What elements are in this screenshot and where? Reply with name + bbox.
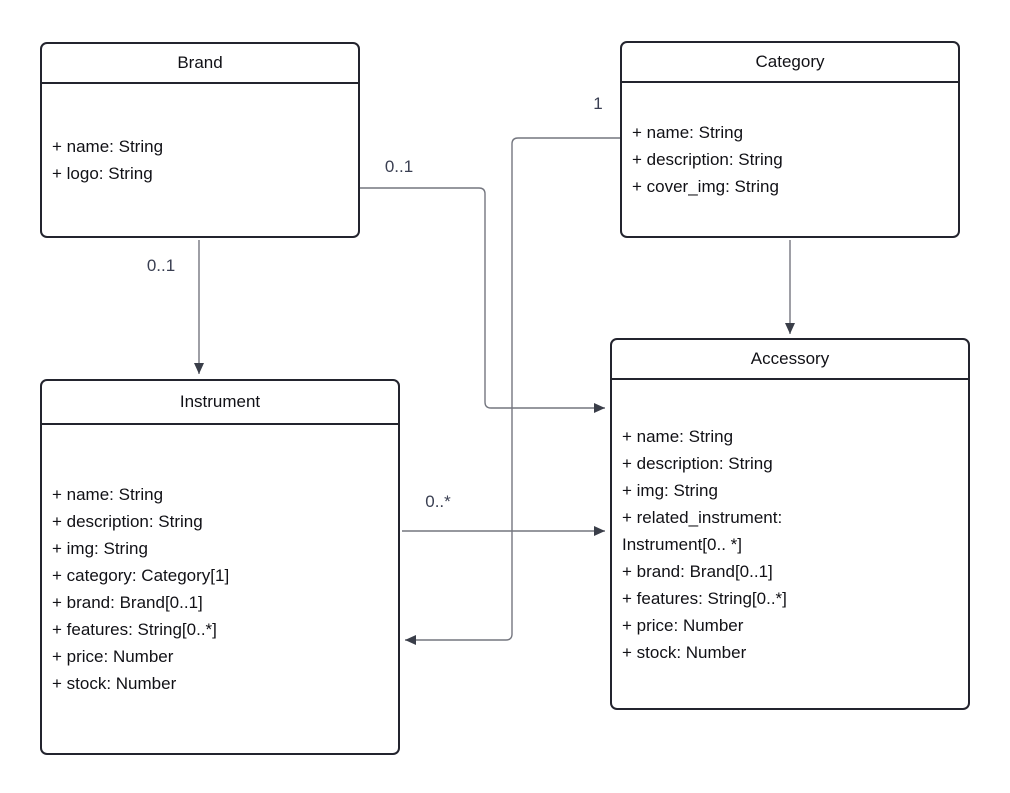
multiplicity-label-instrument-accessory: 0..* bbox=[423, 492, 453, 512]
class-box-instrument[interactable]: Instrument + name: String + description:… bbox=[40, 379, 400, 755]
attribute-line: + name: String bbox=[622, 426, 734, 446]
attribute-line: + price: Number bbox=[52, 647, 174, 666]
class-title-brand: Brand bbox=[42, 44, 358, 84]
attribute-line: + description: String bbox=[52, 512, 203, 531]
attribute-line: + stock: Number bbox=[622, 642, 747, 662]
class-attributes-accessory: + name: String + description: String + i… bbox=[612, 380, 968, 708]
attribute-line: + stock: Number bbox=[52, 674, 177, 693]
attribute-line: + features: String[0..*] bbox=[622, 588, 787, 608]
attribute-line: + cover_img: String bbox=[632, 177, 779, 196]
class-box-category[interactable]: Category + name: String + description: S… bbox=[620, 41, 960, 238]
attribute-line: + related_instrument: Instrument[0.. *] bbox=[622, 507, 783, 554]
attribute-line: + logo: String bbox=[52, 164, 153, 183]
attribute-line: + price: Number bbox=[622, 615, 744, 635]
connector-category-to-instrument[interactable] bbox=[405, 137, 620, 645]
class-title-accessory: Accessory bbox=[612, 340, 968, 380]
attribute-line: + brand: Brand[0..1] bbox=[52, 593, 203, 612]
class-attributes-instrument: + name: String + description: String + i… bbox=[42, 425, 398, 753]
attribute-line: + brand: Brand[0..1] bbox=[622, 561, 773, 581]
attribute-line: + img: String bbox=[622, 480, 718, 500]
attribute-line: + name: String bbox=[52, 137, 164, 156]
attribute-line: + name: String bbox=[52, 485, 164, 504]
class-box-brand[interactable]: Brand + name: String + logo: String bbox=[40, 42, 360, 238]
class-title-instrument: Instrument bbox=[42, 381, 398, 425]
multiplicity-label-category-instrument: 1 bbox=[591, 94, 605, 114]
multiplicity-label-brand-instrument: 0..1 bbox=[144, 256, 178, 276]
class-attributes-brand: + name: String + logo: String bbox=[42, 84, 358, 236]
class-attributes-category: + name: String + description: String + c… bbox=[622, 83, 958, 236]
connector-brand-to-accessory[interactable] bbox=[360, 187, 605, 413]
attribute-line: + features: String[0..*] bbox=[52, 620, 217, 639]
class-title-category: Category bbox=[622, 43, 958, 83]
attribute-line: + description: String bbox=[622, 453, 773, 473]
attribute-line: + category: Category[1] bbox=[52, 566, 230, 585]
attribute-line: + name: String bbox=[632, 123, 744, 142]
multiplicity-label-brand-accessory: 0..1 bbox=[382, 157, 416, 177]
class-box-accessory[interactable]: Accessory + name: String + description: … bbox=[610, 338, 970, 710]
attribute-line: + img: String bbox=[52, 539, 148, 558]
attribute-line: + description: String bbox=[632, 150, 783, 169]
